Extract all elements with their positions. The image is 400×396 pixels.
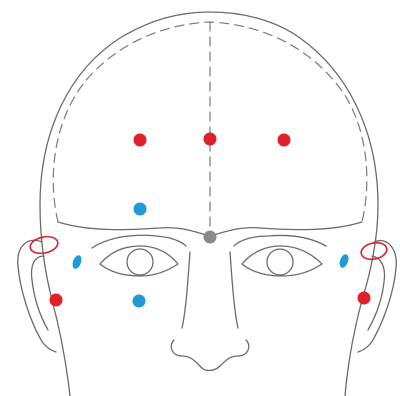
marker-blue-right-temple xyxy=(338,253,350,269)
nose-bridge-left xyxy=(182,252,190,328)
nose-base xyxy=(171,340,249,371)
right-iris xyxy=(267,249,293,275)
nose-bridge-right xyxy=(230,252,238,328)
left-iris xyxy=(127,249,153,275)
left-eye xyxy=(100,246,178,276)
marker-red-forehead-right xyxy=(278,134,291,147)
right-eye xyxy=(242,246,322,276)
right-eyebrow xyxy=(234,235,326,246)
marker-blue-left-temple xyxy=(71,254,83,270)
marker-blue-below-left-eye xyxy=(133,295,146,308)
head-outline xyxy=(40,12,378,396)
marker-red-forehead-left xyxy=(134,134,147,147)
marker-red-ring-left-ear xyxy=(29,234,60,255)
marker-gray-between-brows xyxy=(204,231,217,244)
left-ear-outline xyxy=(18,240,56,352)
marker-blue-above-left-eyebrow xyxy=(134,203,147,216)
marker-red-right-jaw xyxy=(358,292,371,305)
marker-red-forehead-center xyxy=(204,133,217,146)
marker-red-left-jaw xyxy=(50,294,63,307)
